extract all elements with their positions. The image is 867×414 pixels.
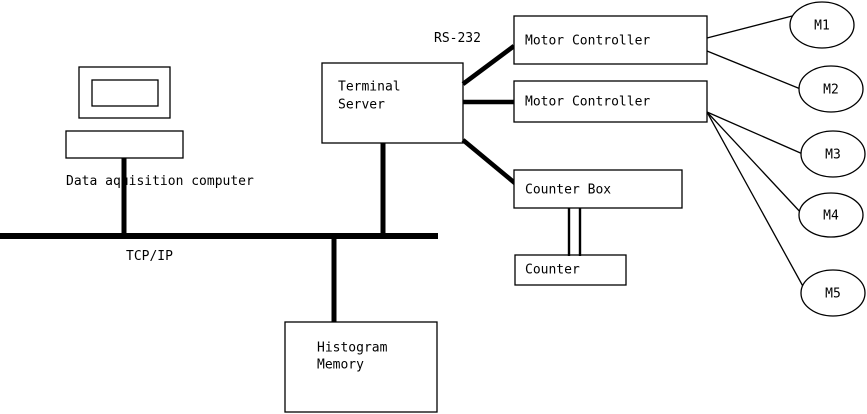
terminal-server-box (321, 62, 464, 144)
motor-2-ellipse (798, 65, 864, 113)
link-motor-controller-2-motor-4 (706, 111, 804, 216)
link-terminal-server-motor-controller-1 (461, 44, 516, 86)
motor-3-label: M3 (825, 148, 841, 163)
histogram-memory-box (284, 321, 438, 413)
link-terminal-server-counter-box (461, 138, 518, 186)
terminal-server-label-line2: Server (338, 98, 385, 113)
motor-controller-1-box (513, 15, 708, 65)
counter-label: Counter (525, 263, 580, 278)
histogram-memory-label-line1: Histogram (317, 341, 388, 356)
counter-box-box (513, 169, 683, 209)
link-motor-controller-1-motor-2 (706, 50, 804, 91)
motor-2-label: M2 (823, 83, 839, 98)
motor-controller-2-label: Motor Controller (525, 95, 650, 110)
motor-1-ellipse (789, 1, 855, 49)
motor-4-ellipse (798, 192, 864, 238)
motor-3-ellipse (800, 130, 866, 178)
motor-controller-2-box (513, 80, 708, 123)
histogram-memory-label-line2: Memory (317, 358, 364, 373)
motor-1-label: M1 (814, 19, 830, 34)
motor-5-label: M5 (825, 287, 841, 302)
motor-5-ellipse (800, 269, 866, 317)
computer-caption-label: Data aquisition computer (66, 174, 254, 189)
rs232-label: RS-232 (434, 31, 481, 46)
monitor-screen (91, 79, 159, 107)
terminal-server-label-line1: Terminal (338, 80, 401, 95)
motor-controller-1-label: Motor Controller (525, 34, 650, 49)
computer-chassis (65, 130, 184, 159)
tcpip-bus-label: TCP/IP (126, 249, 173, 264)
counter-box-label: Counter Box (525, 183, 611, 198)
motor-4-label: M4 (823, 209, 839, 224)
counter-box (514, 254, 627, 286)
link-motor-controller-1-motor-1 (706, 14, 797, 39)
link-motor-controller-2-motor-3 (706, 111, 806, 156)
link-motor-controller-2-motor-5 (706, 111, 806, 291)
